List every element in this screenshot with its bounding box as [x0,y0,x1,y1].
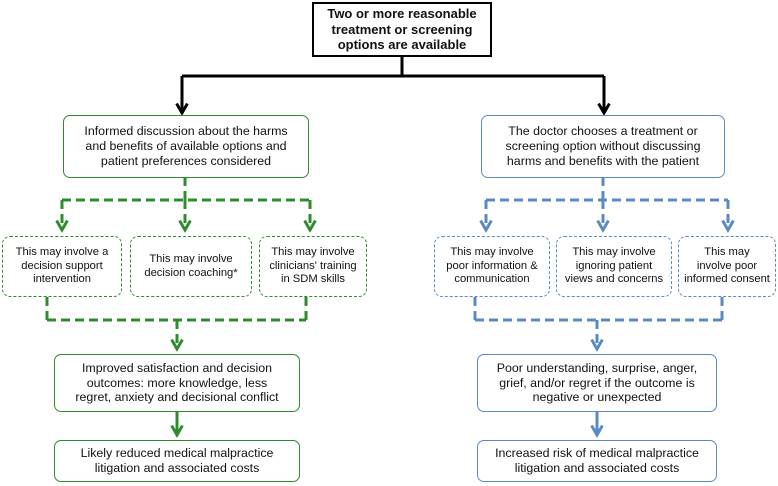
reduced-malpractice-box: Likely reduced medical malpractice litig… [54,440,300,482]
right-branch-split-connector [486,177,728,230]
ignoring-views-text: This may involve ignoring patient views … [564,246,664,286]
ignoring-views-box: This may involve ignoring patient views … [556,236,672,297]
informed-discussion-box: Informed discussion about the harms and … [63,115,309,178]
poor-consent-text: This may involve poor informed consent [684,246,770,286]
doctor-chooses-box: The doctor chooses a treatment or screen… [481,115,725,178]
left-branch-merge-connector [45,297,308,349]
poor-information-text: This may involve poor information & comm… [446,246,538,286]
improved-outcomes-text: Improved satisfaction and decision outco… [75,360,279,405]
improved-outcomes-box: Improved satisfaction and decision outco… [54,354,300,412]
right-branch-merge-connector [473,297,724,349]
decision-coaching-box: This may involve decision coaching* [130,236,252,297]
top-box-text: Two or more reasonable treatment or scre… [327,6,477,53]
informed-discussion-text: Informed discussion about the harms and … [84,124,288,168]
doctor-chooses-text: The doctor chooses a treatment or screen… [505,124,701,168]
decision-coaching-text: This may involve decision coaching* [144,253,238,279]
decision-support-box: This may involve a decision support inte… [2,236,122,297]
increased-malpractice-box: Increased risk of medical malpractice li… [477,440,717,482]
clinician-training-text: This may involve clinicians' training in… [269,246,357,286]
reduced-malpractice-text: Likely reduced medical malpractice litig… [80,446,274,475]
top-box: Two or more reasonable treatment or scre… [312,2,492,57]
left-branch-split-connector [62,177,310,230]
clinician-training-box: This may involve clinicians' training in… [259,236,367,297]
poor-understanding-text: Poor understanding, surprise, anger, gri… [496,360,698,405]
top-split-connector [182,56,604,113]
decision-support-text: This may involve a decision support inte… [15,246,109,286]
poor-consent-box: This may involve poor informed consent [678,236,776,297]
poor-information-box: This may involve poor information & comm… [434,236,550,297]
increased-malpractice-text: Increased risk of medical malpractice li… [495,446,699,475]
poor-understanding-box: Poor understanding, surprise, anger, gri… [477,354,717,412]
